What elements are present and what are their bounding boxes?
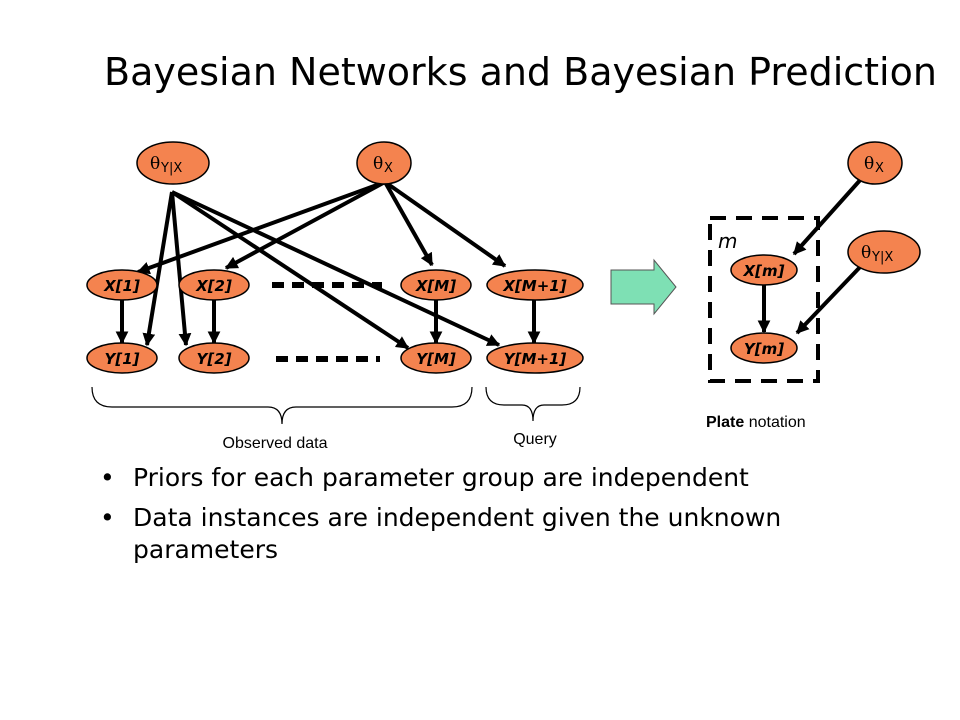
svg-text:Y|X: Y|X (160, 161, 182, 176)
edge-thetax-xm1 (383, 180, 507, 268)
theta-yx-node: θ Y|X (136, 141, 210, 185)
svg-text:Y[m]: Y[m] (744, 340, 784, 358)
y-node-m: Y[M] (400, 342, 472, 374)
svg-text:Y[M]: Y[M] (416, 350, 456, 368)
plate-y-node: Y[m] (730, 332, 798, 364)
svg-text:X: X (875, 161, 884, 176)
svg-text:θ: θ (864, 154, 874, 174)
plate-edges (757, 176, 864, 335)
svg-text:X[M]: X[M] (415, 277, 456, 295)
theta-x-node: θ X (356, 141, 412, 185)
x-node-m-plus-1: X[M+1] (486, 269, 584, 301)
svg-text:X[M+1]: X[M+1] (502, 277, 566, 295)
observed-data-label: Observed data (223, 435, 328, 452)
bullet-dot-icon: • (100, 463, 115, 492)
edge-thetax-xm (383, 181, 434, 267)
observed-data-brace (91, 386, 473, 425)
edge-thetayx-y1 (142, 191, 174, 347)
edge-plate-thetayx-ym (795, 263, 864, 335)
x-node-2: X[2] (178, 269, 250, 301)
svg-text:θ: θ (150, 154, 160, 174)
y-node-2: Y[2] (178, 342, 250, 374)
x-node-m: X[M] (400, 269, 472, 301)
bullet-item: •Priors for each parameter group are ind… (100, 463, 749, 492)
plate-theta-x-node: θ X (847, 141, 903, 185)
edge-thetayx-y2 (170, 191, 192, 347)
y-node-1: Y[1] (86, 342, 158, 374)
page-title: Bayesian Networks and Bayesian Predictio… (104, 50, 937, 94)
bullet-dot-icon: • (100, 503, 115, 532)
edges (115, 180, 541, 350)
plate-caption: Plate notation (706, 414, 806, 431)
bullet-list: •Priors for each parameter group are ind… (100, 462, 900, 574)
edge-thetayx-ym (170, 190, 410, 350)
plate-x-node: X[m] (730, 254, 798, 286)
edge-thetax-x2 (224, 180, 386, 270)
query-brace (485, 386, 581, 422)
edge-thetayx-ym1 (171, 190, 501, 347)
x-node-1: X[1] (86, 269, 158, 301)
svg-text:X[1]: X[1] (103, 277, 140, 295)
transition-arrow-icon (610, 258, 677, 316)
edge-plate-thetax-xm (792, 176, 864, 256)
svg-text:Y[1]: Y[1] (104, 350, 139, 368)
svg-text:Y|X: Y|X (871, 250, 893, 265)
svg-text:θ: θ (861, 243, 871, 263)
svg-text:X: X (384, 161, 393, 176)
svg-text:X[2]: X[2] (195, 277, 232, 295)
svg-text:Y[2]: Y[2] (196, 350, 231, 368)
svg-text:Y[M+1]: Y[M+1] (504, 350, 567, 368)
svg-text:X[m]: X[m] (743, 262, 785, 280)
svg-text:θ: θ (373, 154, 383, 174)
plate-box (708, 216, 820, 383)
y-node-m-plus-1: Y[M+1] (486, 342, 584, 374)
bullet-item: •Data instances are independent given th… (100, 503, 782, 564)
plate-theta-yx-node: θ Y|X (847, 230, 921, 274)
edge-thetax-x1 (136, 180, 386, 275)
plate-index-label: m (718, 229, 737, 253)
query-label: Query (513, 431, 557, 448)
